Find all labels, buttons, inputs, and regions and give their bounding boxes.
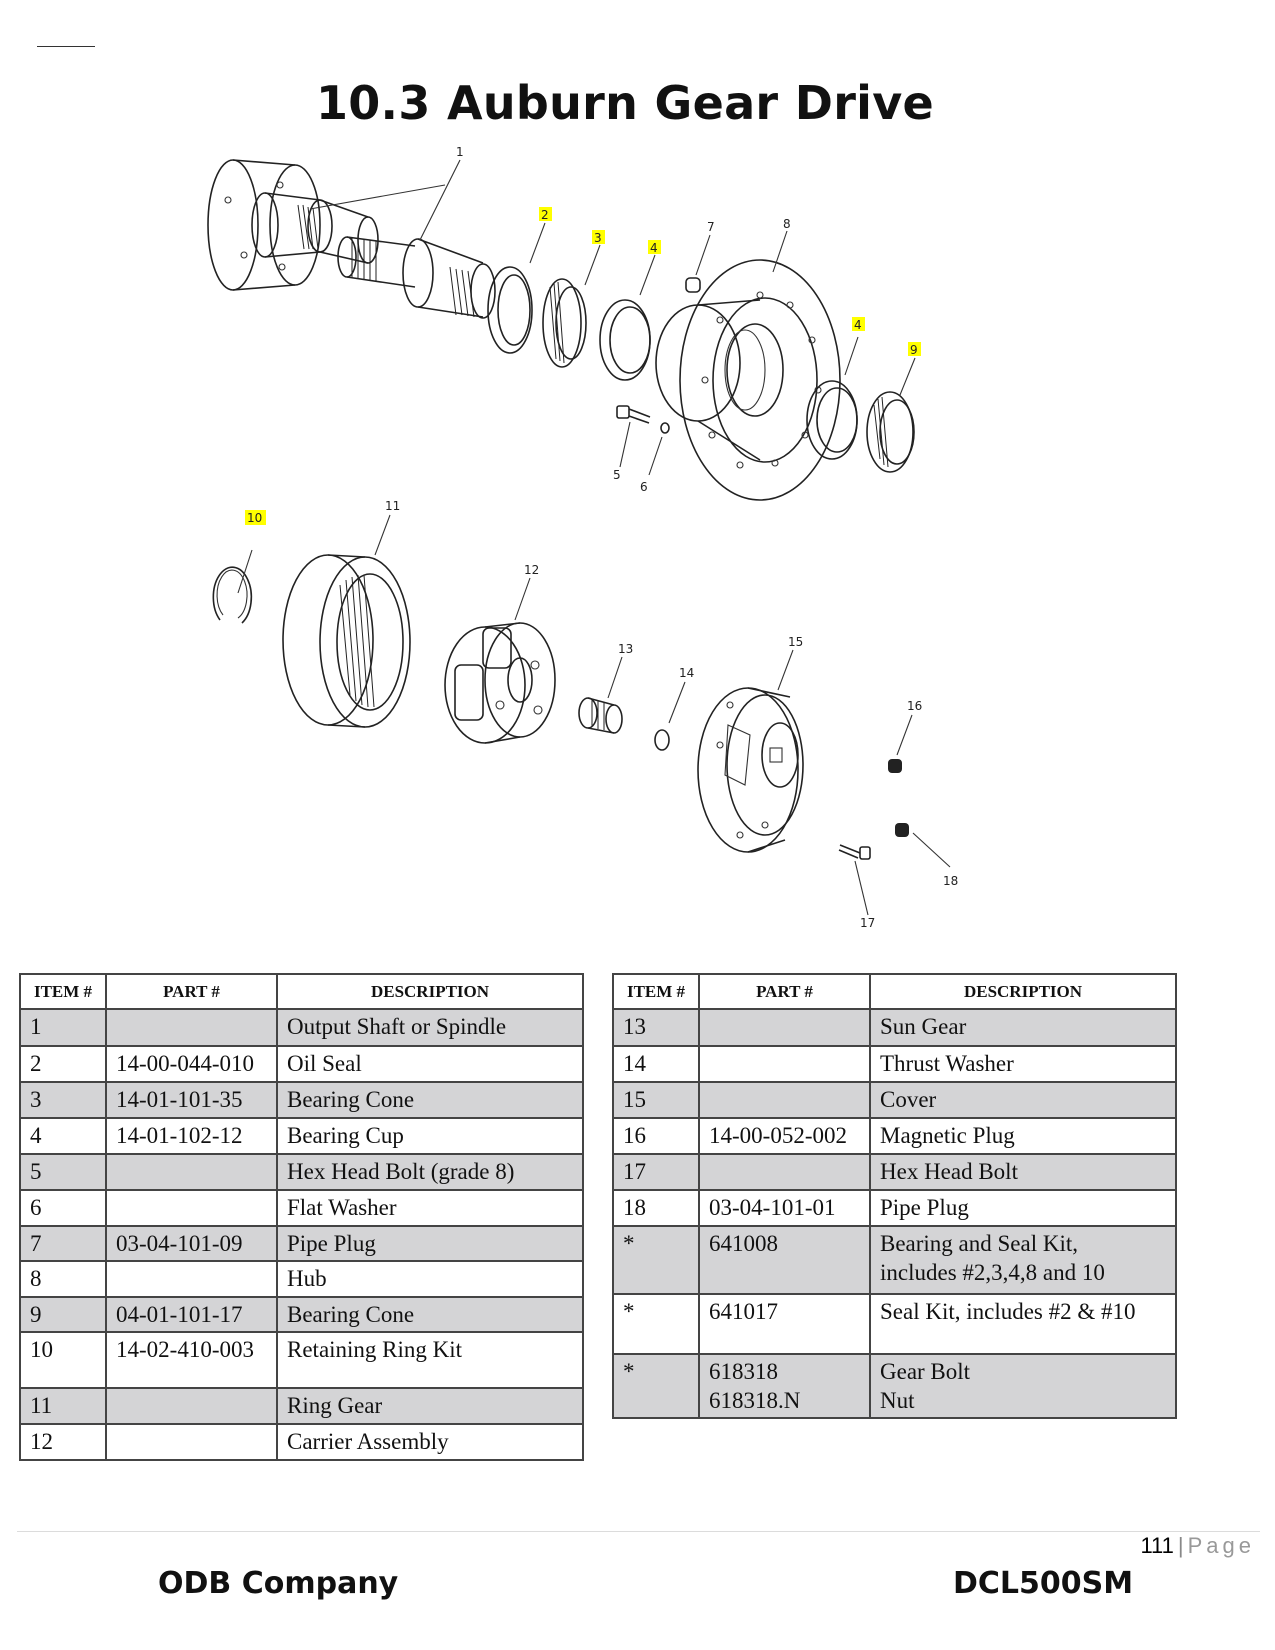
table-row: 6 Flat Washer [19,1189,584,1227]
header-rule [37,46,95,47]
sun-gear-part [578,697,623,734]
header-item: ITEM # [612,973,700,1010]
table-row: * 641008 Bearing and Seal Kit, includes … [612,1225,1177,1295]
callout-18: 18 [943,874,958,888]
table-row: * 618318 618318.N Gear Bolt Nut [612,1353,1177,1419]
callout-15: 15 [788,635,803,649]
table-row: 16 14-00-052-002 Magnetic Plug [612,1117,1177,1155]
flat-washer-part [660,422,670,434]
callout-13: 13 [618,642,633,656]
callout-14: 14 [679,666,694,680]
header-description: DESCRIPTION [276,973,584,1010]
parts-table-left: ITEM # PART # DESCRIPTION 1 Output Shaft… [19,973,584,1461]
table-row: 1 Output Shaft or Spindle [19,1008,584,1047]
table-row: 10 14-02-410-003 Retaining Ring Kit [19,1331,584,1389]
table-header-row: ITEM # PART # DESCRIPTION [19,973,584,1010]
table-header-row: ITEM # PART # DESCRIPTION [612,973,1177,1010]
footer-company: ODB Company [158,1566,399,1601]
callout-9: 9 [910,343,918,357]
table-row: 11 Ring Gear [19,1387,584,1425]
header-part: PART # [698,973,871,1010]
pipe-plug-2-part [895,823,909,837]
parts-table-right: ITEM # PART # DESCRIPTION 13 Sun Gear 14… [612,973,1177,1419]
table-row: 5 Hex Head Bolt (grade 8) [19,1153,584,1191]
retaining-ring-part [212,566,253,624]
carrier-assembly-part [444,622,556,744]
table-row: 8 Hub [19,1260,584,1298]
callout-1: 1 [456,145,464,159]
callout-11: 11 [385,499,400,513]
table-row: 13 Sun Gear [612,1008,1177,1047]
callout-2: 2 [541,208,549,222]
page-title: 10.3 Auburn Gear Drive [315,76,935,130]
page-number: 111|Page [1140,1533,1255,1559]
table-row: 7 03-04-101-09 Pipe Plug [19,1225,584,1262]
bearing-cup-part [599,299,651,381]
table-row: 18 03-04-101-01 Pipe Plug [612,1189,1177,1227]
bearing-cone-part [542,278,587,368]
header-description: DESCRIPTION [869,973,1177,1010]
callout-4b: 4 [854,318,862,332]
output-shaft-part [207,159,496,319]
ring-gear-part [282,554,411,728]
callout-17: 17 [860,916,875,930]
table-row: 12 Carrier Assembly [19,1423,584,1461]
callout-5: 5 [613,468,621,482]
table-row: 15 Cover [612,1081,1177,1119]
callout-6: 6 [640,480,648,494]
oil-seal-part [487,266,533,354]
page-label: Page [1187,1533,1255,1558]
hex-bolt-2-part [838,844,871,860]
header-item: ITEM # [19,973,107,1010]
footer-doc-code: DCL500SM [953,1566,1134,1601]
hub-part [655,259,841,501]
thrust-washer-part [654,729,670,751]
page-number-separator: | [1177,1533,1184,1558]
table-row: * 641017 Seal Kit, includes #2 & #10 [612,1293,1177,1355]
table-row: 2 14-00-044-010 Oil Seal [19,1045,584,1083]
callout-16: 16 [907,699,922,713]
table-row: 17 Hex Head Bolt [612,1153,1177,1191]
table-row: 3 14-01-101-35 Bearing Cone [19,1081,584,1119]
callout-7: 7 [707,220,715,234]
bearing-cone-2-part [866,391,915,473]
page-number-value: 111 [1140,1533,1174,1558]
callout-4: 4 [650,241,658,255]
callout-8: 8 [783,217,791,231]
table-row: 14 Thrust Washer [612,1045,1177,1083]
table-row: 4 14-01-102-12 Bearing Cup [19,1117,584,1155]
cover-part [697,687,804,853]
hex-bolt-part [616,405,651,424]
callout-12: 12 [524,563,539,577]
exploded-parts-diagram: 1 2 3 4 7 8 [207,145,958,930]
bearing-cup-2-part [806,380,858,460]
callout-10: 10 [247,511,262,525]
footer-rule [17,1531,1260,1532]
header-part: PART # [105,973,278,1010]
callout-3: 3 [594,231,602,245]
table-row: 9 04-01-101-17 Bearing Cone [19,1296,584,1333]
magnetic-plug-part [888,759,902,773]
